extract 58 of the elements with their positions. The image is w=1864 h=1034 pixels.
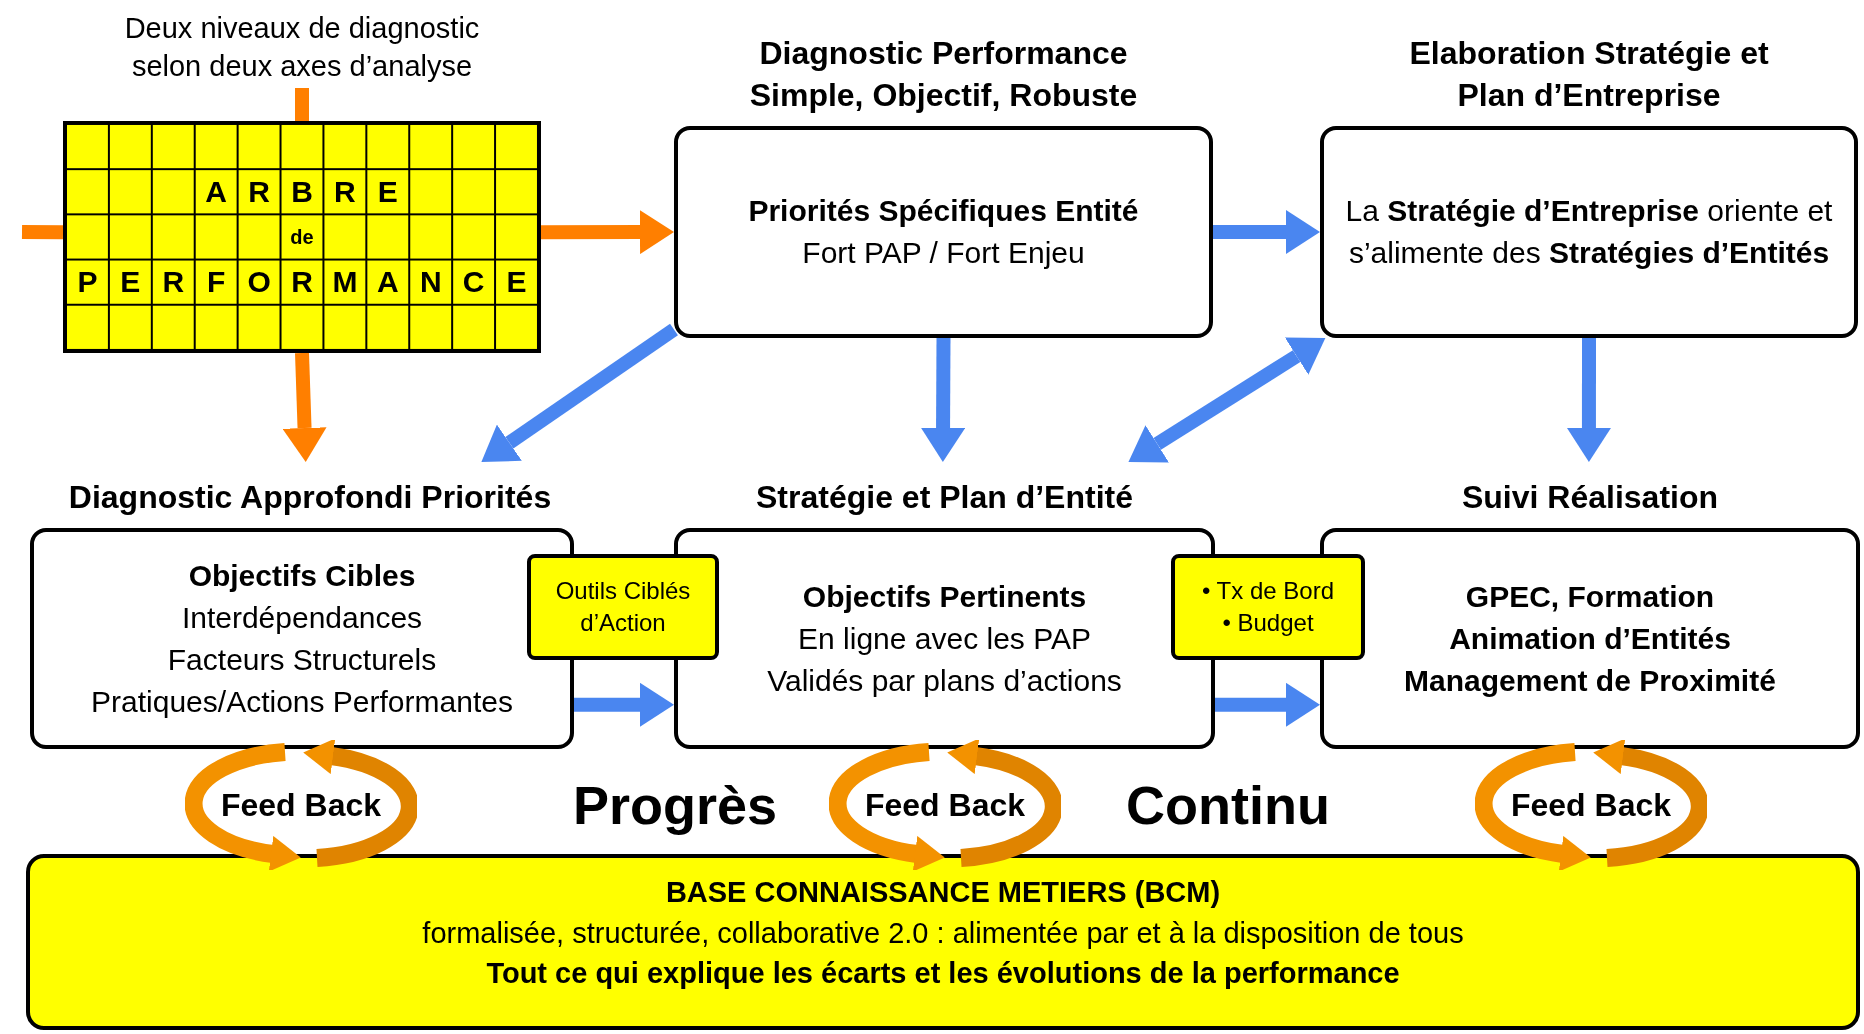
box-text: Pratiques/Actions Performantes bbox=[91, 683, 513, 720]
grid-letter: B bbox=[291, 176, 313, 207]
panel-text: BASE CONNAISSANCE METIERS (BCM) bbox=[665, 875, 1221, 910]
arrow bbox=[574, 682, 674, 727]
note-text: Outils Ciblés d’Action bbox=[554, 575, 692, 638]
grid-letter: R bbox=[162, 267, 185, 298]
arrow bbox=[282, 352, 327, 462]
section-heading: Deux niveaux de diagnostic selon deux axes d’analyse bbox=[123, 11, 481, 84]
box-text: Interdépendances bbox=[181, 599, 423, 636]
box-text: Priorités Spécifiques Entité bbox=[748, 193, 1139, 229]
box-text: Management de Proximité bbox=[1404, 662, 1776, 699]
arrow bbox=[481, 323, 678, 462]
box-text: Validés par plans d’actions bbox=[767, 662, 1122, 699]
grid-letter: R bbox=[248, 176, 270, 207]
grid-letter: O bbox=[247, 267, 271, 298]
box-text: Animation d’Entités bbox=[1449, 620, 1731, 657]
box-text: Objectifs Pertinents bbox=[802, 578, 1087, 615]
box-text: En ligne avec les PAP bbox=[798, 620, 1091, 657]
note-text: • Budget bbox=[1222, 608, 1314, 638]
grid-letter: R bbox=[334, 176, 356, 207]
grid-letter: A bbox=[205, 176, 227, 207]
box-text: Objectifs Cibles bbox=[188, 557, 416, 594]
feedback-label: Feed Back bbox=[220, 786, 382, 824]
section-heading: Diagnostic Performance Simple, Objectif, Robuste bbox=[748, 33, 1139, 115]
section-heading: Suivi Réalisation bbox=[1461, 477, 1719, 517]
section-heading: Elaboration Stratégie et Plan d’Entreprise bbox=[1408, 33, 1770, 115]
box-text: La Stratégie d’Entreprise oriente et s’alimente des Stratégies d’Entités bbox=[1344, 193, 1834, 271]
note-box bbox=[1171, 554, 1365, 660]
grid-letter: E bbox=[377, 176, 398, 207]
note-box bbox=[527, 554, 719, 660]
slogan-word: Continu bbox=[1126, 778, 1330, 832]
grid-letter: C bbox=[462, 267, 485, 298]
arrow bbox=[1128, 337, 1326, 463]
grid-letter: A bbox=[377, 267, 399, 298]
box-text: GPEC, Formation bbox=[1465, 578, 1715, 615]
panel-text: formalisée, structurée, collaborative 2.0 : alimentée par et à la disposition de tous bbox=[422, 915, 1464, 951]
panel-text: Tout ce qui explique les écarts et les évolutions de la performance bbox=[486, 956, 1400, 992]
grid-letter: de bbox=[290, 227, 314, 247]
grid-letter: N bbox=[419, 267, 442, 298]
arrow bbox=[1213, 210, 1320, 254]
grid-letter: E bbox=[120, 267, 141, 298]
grid-letter: F bbox=[207, 267, 226, 298]
grid-letter: R bbox=[291, 267, 313, 298]
section-heading: Stratégie et Plan d’Entité bbox=[756, 477, 1133, 517]
grid-letter: P bbox=[77, 267, 98, 298]
grid-letter: E bbox=[506, 267, 527, 298]
feedback-label: Feed Back bbox=[1510, 786, 1672, 824]
note-text: • Tx de Bord bbox=[1202, 575, 1334, 606]
arrow bbox=[921, 337, 966, 462]
arrow bbox=[540, 210, 674, 255]
letter-grid bbox=[63, 121, 541, 353]
feedback-label: Feed Back bbox=[864, 786, 1026, 824]
grid-letter: M bbox=[332, 267, 358, 298]
section-heading: Diagnostic Approfondi Priorités bbox=[68, 477, 552, 517]
box-text: Facteurs Structurels bbox=[167, 641, 437, 678]
arrow bbox=[1566, 338, 1611, 462]
arrow bbox=[1215, 682, 1320, 727]
box-text: Fort PAP / Fort Enjeu bbox=[802, 235, 1085, 271]
